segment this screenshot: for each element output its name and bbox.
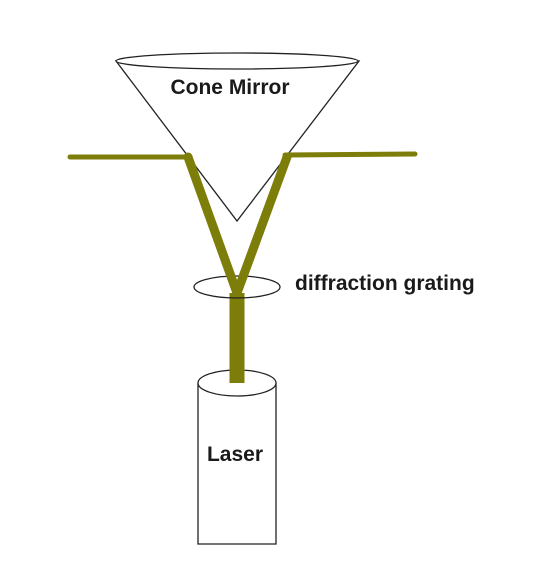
- beam-right-diffracted: [232, 152, 292, 298]
- diffraction-grating-label: diffraction grating: [295, 272, 475, 295]
- diffraction-grating-front: [193, 286, 281, 299]
- laser-beam: [67, 151, 418, 383]
- laser-body: [197, 383, 277, 545]
- cone-mirror: [114, 52, 361, 223]
- cone-mirror-rim: [115, 52, 359, 70]
- cone-mirror-label: Cone Mirror: [170, 76, 289, 99]
- laser-label: Laser: [207, 443, 263, 466]
- diffraction-grating-back: [193, 275, 281, 288]
- beam-right-reflected: [282, 151, 418, 158]
- beam-left-diffracted: [183, 152, 242, 298]
